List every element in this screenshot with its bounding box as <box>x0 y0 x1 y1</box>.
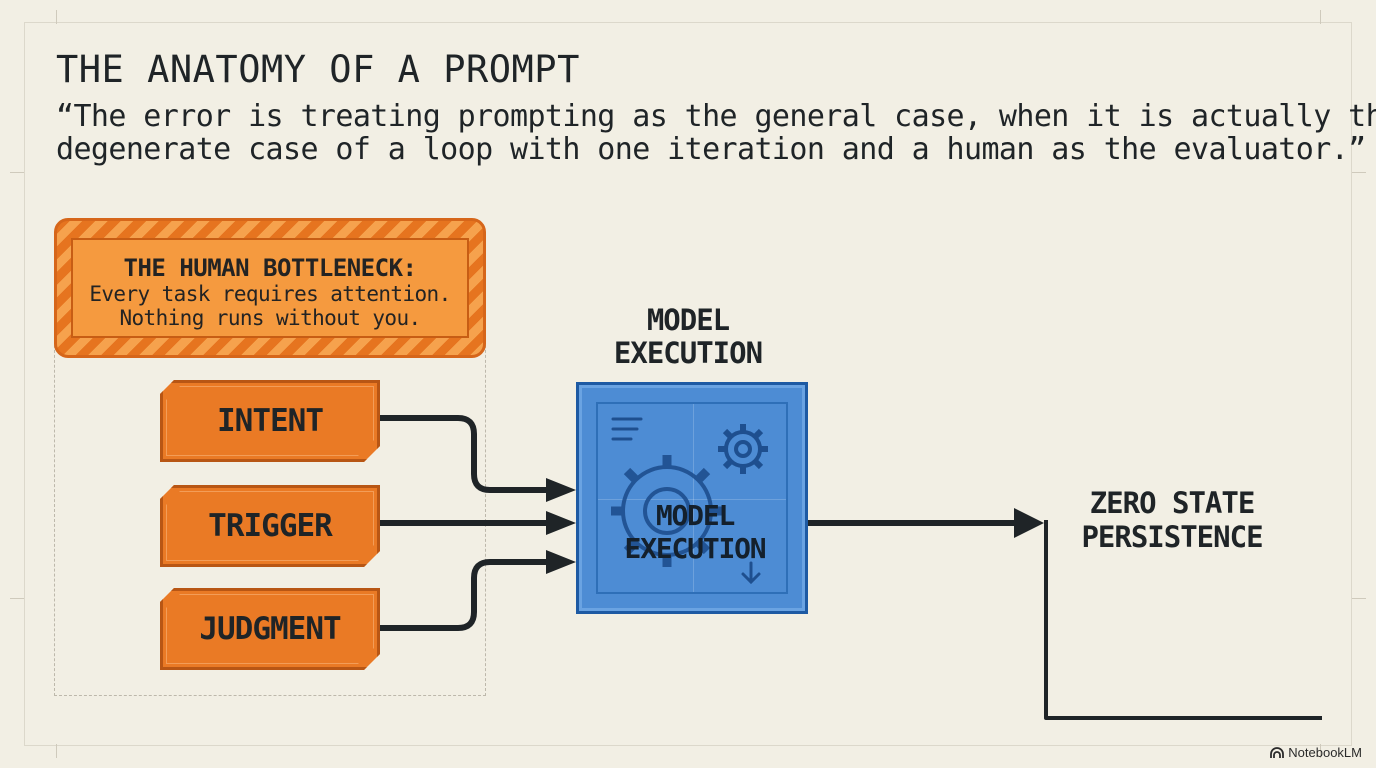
download-arrow-icon <box>741 561 761 585</box>
bottleneck-line: Every task requires attention. <box>89 282 451 306</box>
model-box-line: MODEL <box>655 499 735 532</box>
quote-line: “The error is treating prompting as the … <box>56 99 1376 134</box>
persistence-line <box>1044 520 1322 720</box>
human-bottleneck-region <box>54 330 486 696</box>
frame-tick <box>56 10 57 24</box>
model-icons <box>611 417 768 585</box>
frame-tick <box>10 172 24 173</box>
zero-state-persistence-label: ZERO STATE PERSISTENCE <box>1060 486 1284 554</box>
judgment-arrowhead <box>546 550 576 574</box>
trigger-arrowhead <box>546 511 576 535</box>
output-line: ZERO STATE <box>1089 486 1256 520</box>
quote-text: “The error is treating prompting as the … <box>56 100 1376 166</box>
frame-tick <box>1320 10 1321 24</box>
model-box-line: EXECUTION <box>624 532 767 565</box>
frame-tick <box>1320 744 1321 758</box>
quote-line: degenerate case of a loop with one itera… <box>56 132 1366 167</box>
model-heading-line: EXECUTION <box>613 336 763 370</box>
intent-connector <box>380 415 548 493</box>
bottleneck-line: Nothing runs without you. <box>119 306 421 330</box>
frame-tick <box>1352 598 1366 599</box>
human-bottleneck-banner: THE HUMAN BOTTLENECK: Every task require… <box>54 218 486 358</box>
input-intent: INTENT <box>160 380 380 462</box>
output-line: PERSISTENCE <box>1081 520 1263 554</box>
output-arrowhead <box>1014 508 1044 538</box>
frame-tick <box>10 598 24 599</box>
document-lines-icon <box>611 417 643 441</box>
model-heading-line: MODEL <box>646 303 730 337</box>
large-gear-icon <box>611 455 723 567</box>
small-gear-icon <box>718 424 768 474</box>
notebooklm-logo-icon <box>1270 746 1285 758</box>
diagram-frame <box>24 22 1352 746</box>
model-execution-box-label: MODEL EXECUTION <box>579 499 811 565</box>
input-trigger: TRIGGER <box>160 485 380 567</box>
frame-tick <box>56 744 57 758</box>
page-title: THE ANATOMY OF A PROMPT <box>56 48 580 91</box>
model-execution-block: MODEL EXECUTION <box>576 382 808 614</box>
model-execution-heading: MODEL EXECUTION <box>588 304 788 370</box>
intent-arrowhead <box>546 478 576 502</box>
frame-tick <box>1352 172 1366 173</box>
judgment-connector <box>380 559 548 631</box>
notebooklm-watermark: NotebookLM <box>1270 745 1362 760</box>
bottleneck-heading: THE HUMAN BOTTLENECK: <box>123 254 417 282</box>
brand-name: NotebookLM <box>1288 745 1362 760</box>
bottleneck-panel: THE HUMAN BOTTLENECK: Every task require… <box>71 238 469 338</box>
input-judgment: JUDGMENT <box>160 588 380 670</box>
